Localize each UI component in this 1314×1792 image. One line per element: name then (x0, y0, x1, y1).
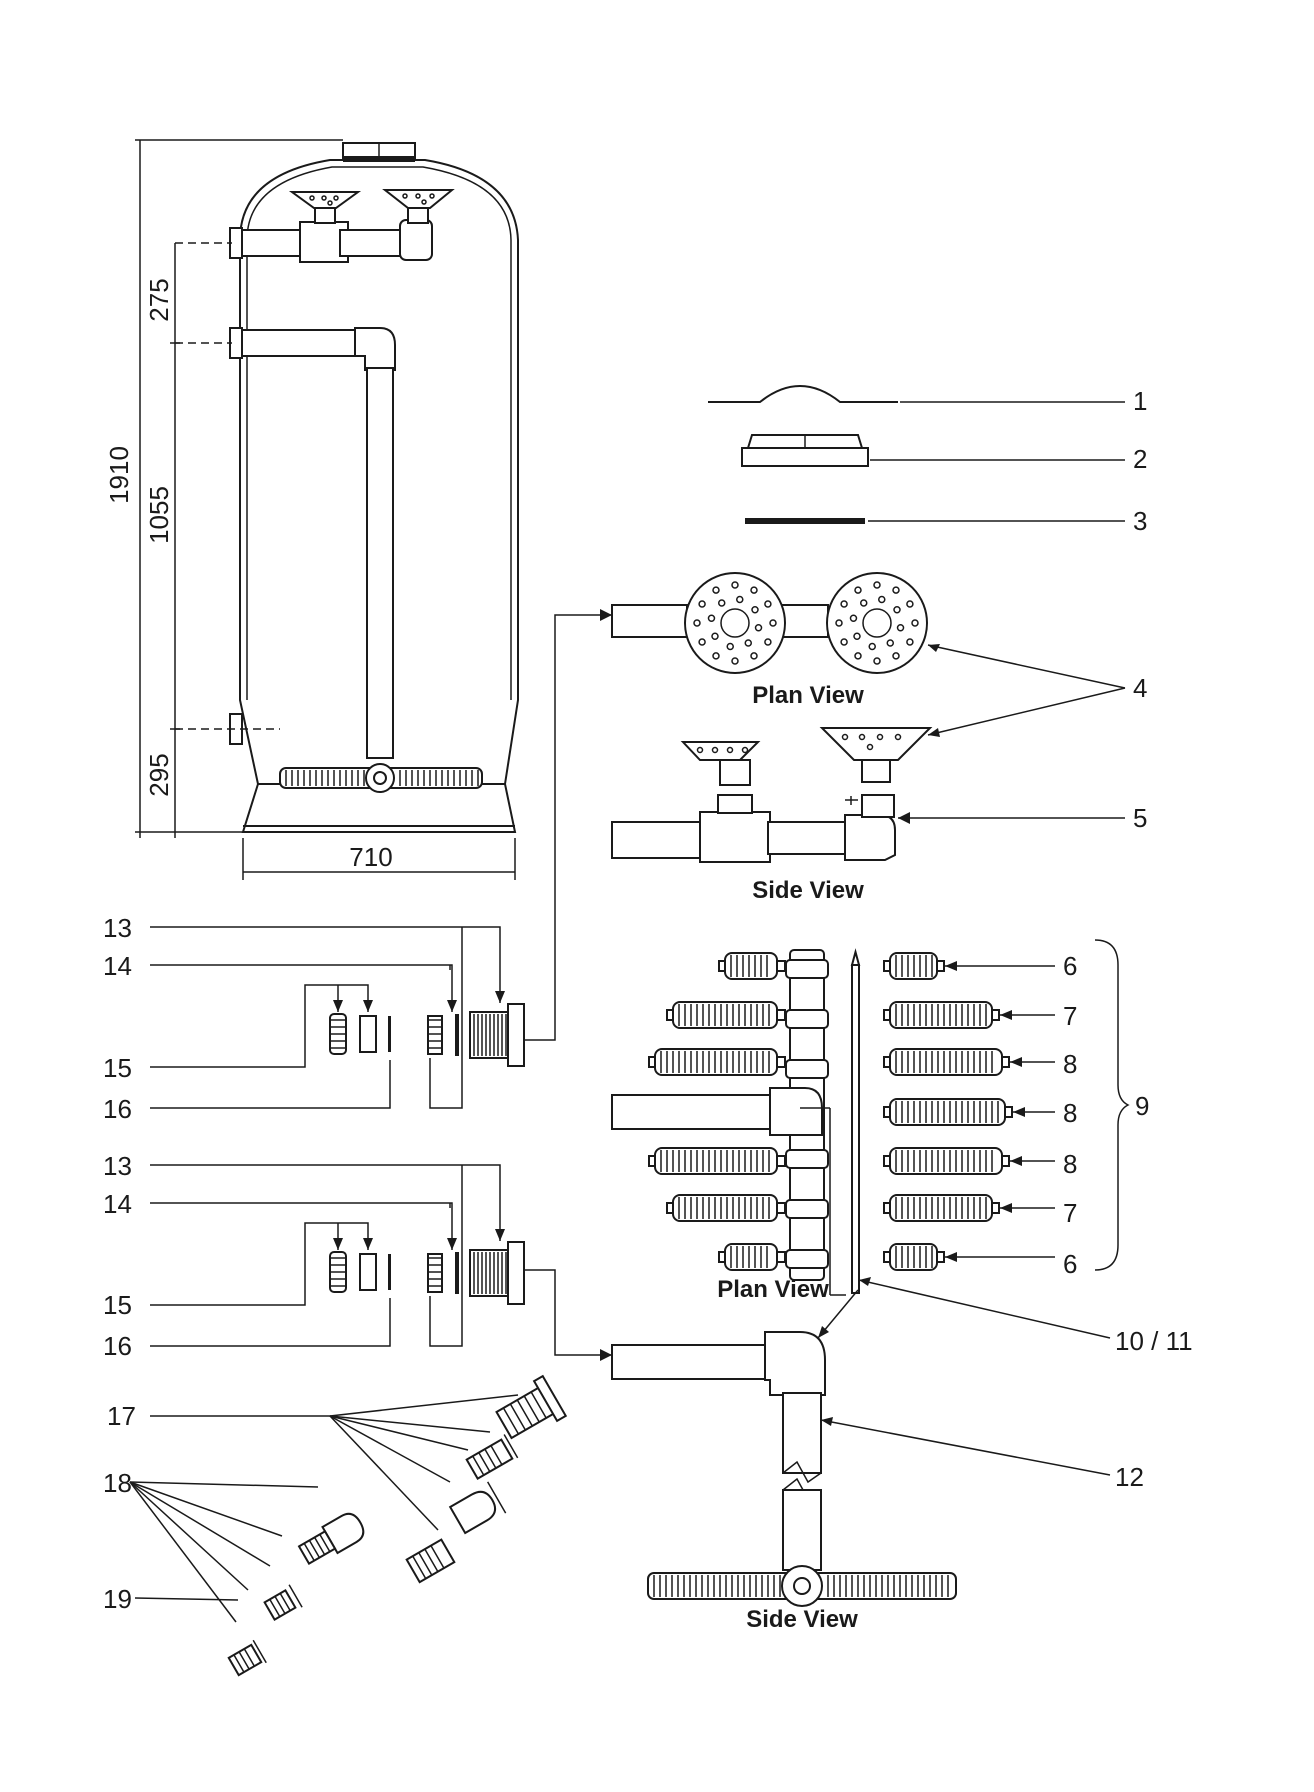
caption-distributor-side-view: Side View (752, 877, 864, 904)
dimension-1055: 1055 (144, 486, 174, 544)
callout-19: 19 (103, 1584, 132, 1614)
callout-12: 12 (1115, 1462, 1144, 1492)
caption-lateral-side-view: Side View (746, 1606, 858, 1633)
part-2-lid (741, 434, 1125, 467)
part-3-o-ring (745, 518, 1125, 524)
caption-distributor-plan-view: Plan View (752, 682, 864, 709)
tank-riser-pipe (175, 327, 396, 759)
spare-fittings (129, 1374, 568, 1677)
dimension-275: 275 (144, 278, 174, 321)
air-bleed-tube (851, 964, 860, 1294)
callout-15-upper: 15 (103, 1053, 132, 1083)
callout-3: 3 (1133, 506, 1147, 536)
dimension-lines (135, 139, 516, 880)
callout-6-bottom: 6 (1063, 1249, 1077, 1279)
callout-8-third: 8 (1063, 1149, 1077, 1179)
callout-4: 4 (1133, 673, 1147, 703)
callout-5: 5 (1133, 803, 1147, 833)
caption-lateral-plan-view: Plan View (717, 1276, 829, 1303)
callout-16-upper: 16 (103, 1094, 132, 1124)
tank-bottom-laterals (279, 763, 483, 793)
dimension-295: 295 (144, 753, 174, 796)
callout-14-lower: 14 (103, 1189, 132, 1219)
callout-14-upper: 14 (103, 951, 132, 981)
callout-13-lower: 13 (103, 1151, 132, 1181)
callout-7-top: 7 (1063, 1001, 1077, 1031)
callout-16-lower: 16 (103, 1331, 132, 1361)
dimension-1910: 1910 (104, 446, 134, 504)
laterals-plan-view (611, 948, 1013, 1296)
laterals-side-view (611, 1331, 957, 1607)
callout-13-upper: 13 (103, 913, 132, 943)
distributor-plan-view (611, 572, 928, 674)
callout-17: 17 (107, 1401, 136, 1431)
callout-2: 2 (1133, 444, 1147, 474)
callout-7-bottom: 7 (1063, 1198, 1077, 1228)
callout-8-first: 8 (1063, 1049, 1077, 1079)
tank-upper-distributor (175, 189, 455, 263)
callout-8-second: 8 (1063, 1098, 1077, 1128)
part-1-lid-handle (708, 385, 1125, 403)
callout-18: 18 (103, 1468, 132, 1498)
dimension-710: 710 (349, 842, 392, 872)
bracket-9 (1094, 939, 1130, 1271)
distributor-side-view (611, 727, 933, 863)
tank-fittings (150, 926, 525, 1347)
callout-9: 9 (1135, 1091, 1149, 1121)
callout-10-11: 10 / 11 (1115, 1326, 1193, 1356)
callout-6-top: 6 (1063, 951, 1077, 981)
callout-1: 1 (1133, 386, 1147, 416)
callout-15-lower: 15 (103, 1290, 132, 1320)
